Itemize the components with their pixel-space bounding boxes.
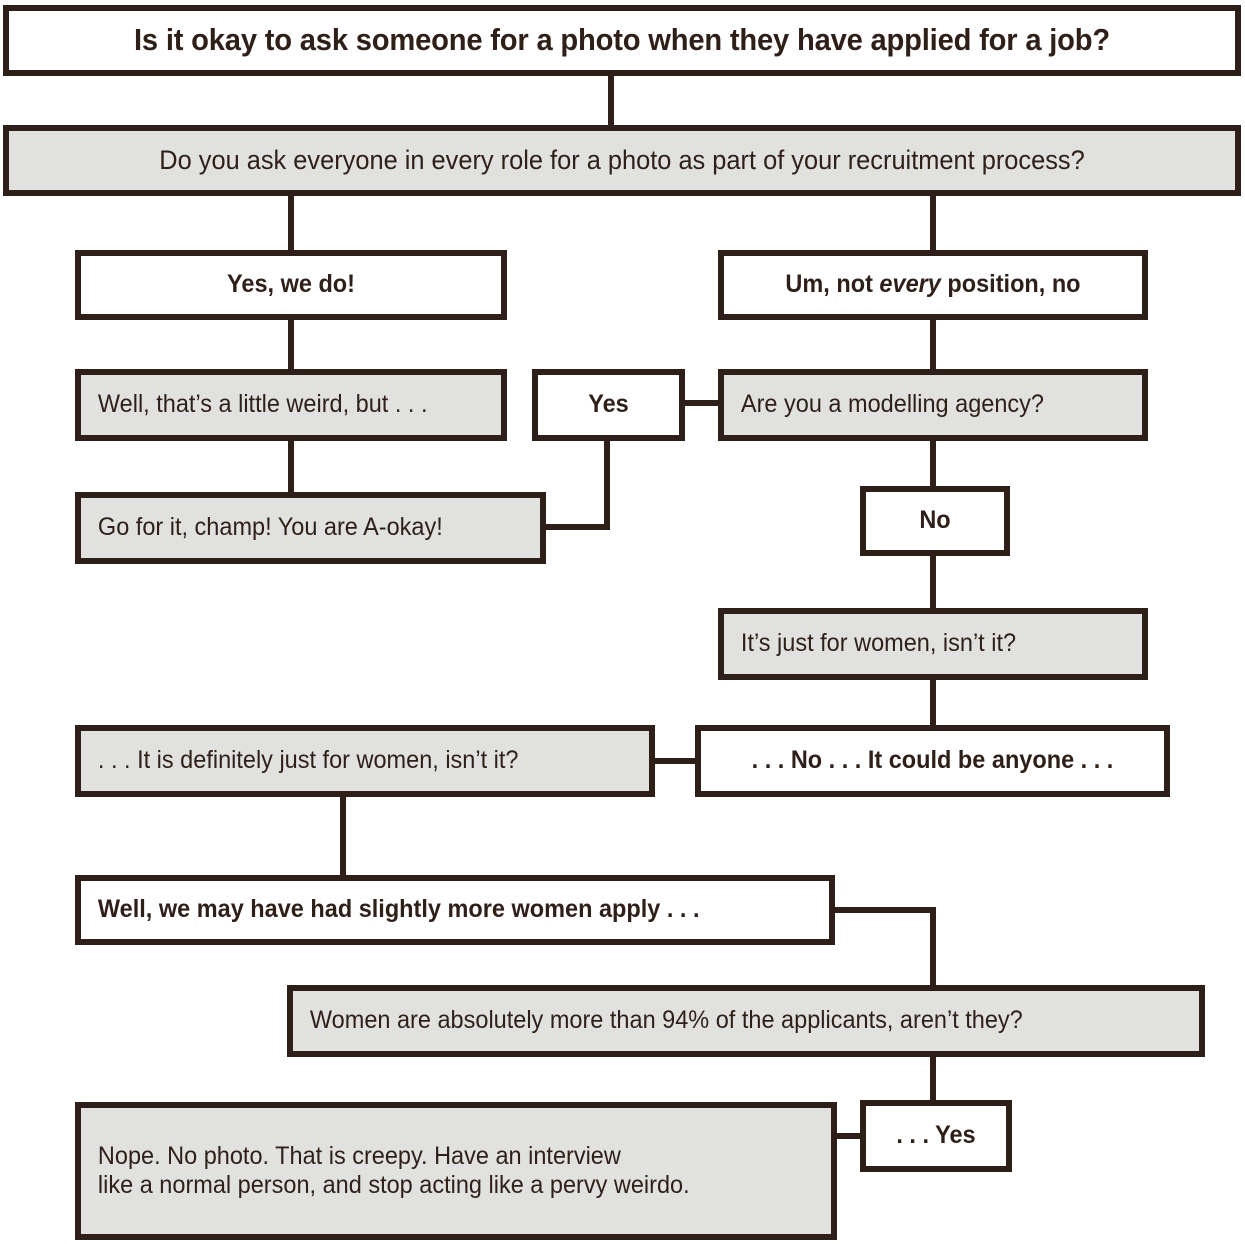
node-response-nope-no-photo-text: Nope. No photo. That is creepy. Have an …: [81, 1142, 786, 1201]
node-answer-yes-text: Yes: [588, 390, 629, 419]
connector-no-to-women: [930, 553, 936, 611]
node-question-94-percent: Women are absolutely more than 94% of th…: [287, 985, 1205, 1057]
connector-94-to-yes: [930, 1053, 936, 1103]
connector-notevery-down: [930, 316, 936, 369]
node-response-little-weird: Well, that’s a little weird, but . . .: [75, 369, 507, 441]
node-question-modelling-agency-text: Are you a modelling agency?: [740, 390, 1045, 419]
node-question-modelling-agency: Are you a modelling agency?: [718, 369, 1148, 441]
node-question-definitely-women-text: . . . It is definitely just for women, i…: [97, 746, 519, 775]
node-answer-slightly-more-women: Well, we may have had slightly more wome…: [75, 875, 835, 945]
node-title-text: Is it okay to ask someone for a photo wh…: [134, 22, 1110, 58]
connector-anyone-to-def: [650, 758, 698, 764]
node-question-94-percent-text: Women are absolutely more than 94% of th…: [309, 1006, 1023, 1035]
connector-yes-to-goforit: [540, 524, 610, 530]
nope-line-1: Nope. No photo. That is creepy. Have an …: [97, 1141, 621, 1170]
node-question-just-for-women: It’s just for women, isn’t it?: [718, 608, 1148, 680]
node-question-everyone: Do you ask everyone in every role for a …: [3, 125, 1241, 196]
not-every-suffix: position, no: [940, 270, 1081, 299]
node-response-little-weird-text: Well, that’s a little weird, but . . .: [97, 390, 428, 419]
node-response-nope-no-photo: Nope. No photo. That is creepy. Have an …: [75, 1102, 837, 1240]
connector-yes-to-agency: [681, 400, 722, 406]
node-answer-no-text: No: [919, 506, 951, 535]
connector-yeswedo-down: [288, 316, 294, 369]
node-answer-not-every-position: Um, not every position, no: [718, 250, 1148, 320]
node-answer-no-could-be-anyone: . . . No . . . It could be anyone . . .: [695, 725, 1170, 797]
not-every-emphasis: every: [879, 270, 941, 299]
connector-women-down: [930, 676, 936, 728]
node-answer-dots-yes: . . . Yes: [860, 1100, 1012, 1172]
node-answer-yes-we-do-text: Yes, we do!: [226, 270, 355, 299]
not-every-prefix: Um, not: [785, 270, 880, 299]
connector-agency-to-no: [930, 437, 936, 488]
connector-yes-down: [604, 437, 610, 530]
node-question-everyone-text: Do you ask everyone in every role for a …: [159, 144, 1085, 175]
connector-apply-to-94: [930, 907, 936, 989]
node-answer-yes: Yes: [532, 369, 685, 441]
node-response-go-for-it-text: Go for it, champ! You are A-okay!: [97, 513, 443, 542]
connector-def-down: [340, 793, 346, 878]
connector-q1-to-right: [930, 190, 936, 252]
connector-q1-to-left: [288, 190, 294, 252]
node-answer-not-every-position-text: Um, not every position, no: [737, 270, 1130, 300]
node-answer-dots-yes-text: . . . Yes: [896, 1121, 976, 1150]
node-title: Is it okay to ask someone for a photo wh…: [3, 5, 1241, 76]
nope-line-2: like a normal person, and stop acting li…: [97, 1171, 690, 1199]
node-answer-yes-we-do: Yes, we do!: [75, 250, 507, 320]
connector-apply-right: [830, 907, 936, 913]
node-question-definitely-women: . . . It is definitely just for women, i…: [75, 725, 655, 797]
node-answer-no: No: [860, 486, 1010, 556]
connector-weird-down: [288, 437, 294, 494]
node-answer-no-could-be-anyone-text: . . . No . . . It could be anyone . . .: [751, 746, 1114, 775]
connector-title-to-q1: [608, 75, 614, 127]
node-response-go-for-it: Go for it, champ! You are A-okay!: [75, 492, 546, 564]
node-question-just-for-women-text: It’s just for women, isn’t it?: [740, 629, 1017, 658]
connector-yes-to-nope: [830, 1133, 866, 1139]
node-answer-slightly-more-women-text: Well, we may have had slightly more wome…: [97, 895, 700, 924]
